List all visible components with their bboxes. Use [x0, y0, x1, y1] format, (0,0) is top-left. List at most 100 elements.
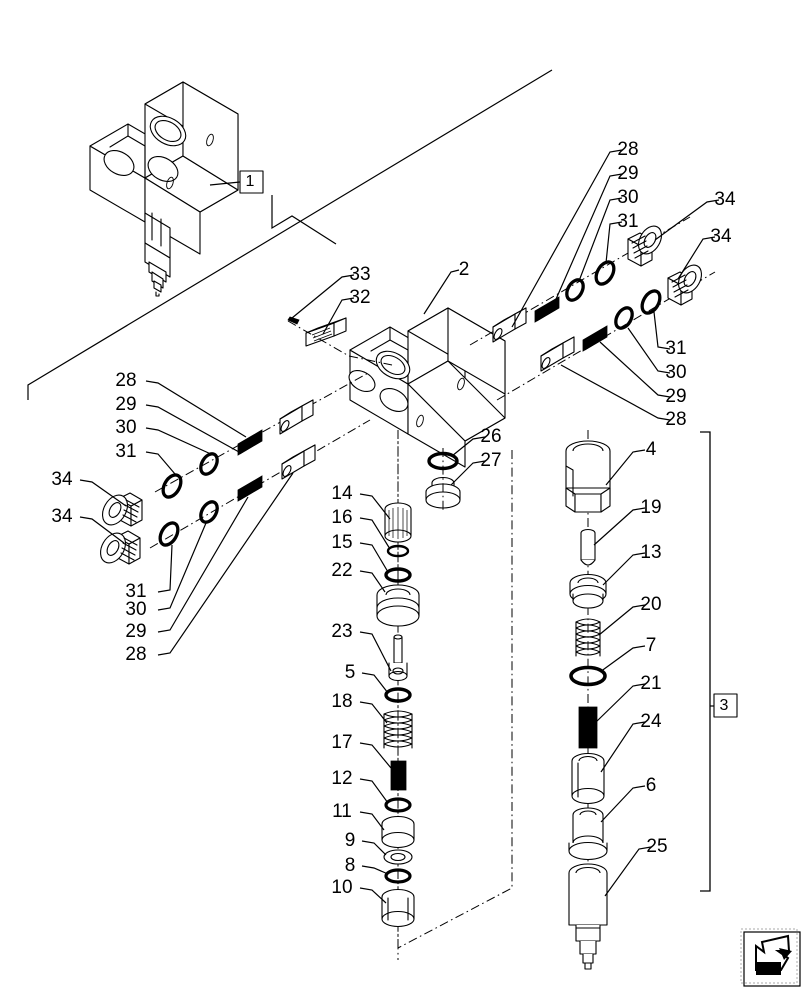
region-boundary-assembly-1 [27, 69, 553, 400]
part-29-setscrew-ur-a [534, 296, 560, 323]
part-30-oring-ur-b [614, 306, 634, 330]
part-label-20: 20 [640, 594, 661, 615]
part-label-29: 29 [665, 386, 686, 407]
leader-lines [79, 149, 720, 904]
part-31-oring-l-b [158, 521, 180, 547]
part-label-34: 34 [710, 226, 732, 247]
part-label-13: 13 [640, 542, 661, 563]
part-label-28: 28 [115, 370, 136, 391]
part-34-plug-l-b [100, 530, 141, 565]
part-23-screw [388, 634, 408, 682]
part-label-8: 8 [345, 855, 356, 876]
part-28-fitting-ur-b [540, 336, 575, 372]
part-30-oring-l-b [199, 500, 219, 524]
part-1-valve-assembly [89, 81, 239, 297]
part-31-oring-l-a [161, 473, 183, 499]
part-label-28: 28 [665, 409, 686, 430]
part-label-31: 31 [115, 441, 136, 462]
assembly-callout-3: 3 [720, 697, 729, 714]
part-label-6: 6 [646, 775, 657, 796]
axis-nameplate [287, 320, 393, 366]
part-31-oring-ur-a [594, 260, 616, 286]
part-label-28: 28 [125, 644, 146, 665]
part-16-washer [386, 544, 410, 558]
callout-1-leader [209, 181, 241, 186]
part-34-plug-ur-b [667, 264, 703, 306]
part-label-17: 17 [331, 732, 352, 753]
part-label-30: 30 [115, 417, 136, 438]
part-18-spring [383, 710, 413, 749]
part-label-24: 24 [640, 711, 662, 732]
part-label-25: 25 [646, 836, 667, 857]
part-label-21: 21 [640, 673, 661, 694]
part-label-15: 15 [331, 532, 352, 553]
part-label-11: 11 [332, 801, 352, 822]
part-label-7: 7 [646, 635, 657, 656]
part-label-9: 9 [345, 830, 356, 851]
part-10-nut [381, 888, 415, 928]
callout-box-3 [713, 693, 738, 718]
part-label-32: 32 [349, 287, 370, 308]
part-24-spool [571, 752, 605, 805]
part-label-16: 16 [331, 507, 352, 528]
part-label-23: 23 [331, 621, 352, 642]
axis-left-a [154, 371, 371, 493]
part-25-cartridge [568, 863, 608, 970]
part-8-oring [384, 868, 412, 884]
part-label-29: 29 [617, 163, 638, 184]
part-15-oring [384, 567, 412, 583]
part-17-setscrew [390, 760, 407, 791]
part-label-30: 30 [617, 187, 638, 208]
part-28-fitting-l-b [281, 444, 316, 480]
part-31-oring-ur-b [640, 289, 662, 315]
part-33-rivet [287, 316, 300, 325]
part-22-seat [376, 584, 420, 627]
part-label-12: 12 [331, 768, 352, 789]
part-label-27: 27 [480, 450, 501, 471]
part-label-26: 26 [480, 426, 501, 447]
part-label-28: 28 [617, 139, 638, 160]
part-label-34: 34 [714, 189, 736, 210]
part-label-29: 29 [115, 394, 136, 415]
part-label-33: 33 [349, 264, 370, 285]
part-21-spring [578, 706, 598, 749]
part-label-4: 4 [646, 439, 657, 460]
part-label-14: 14 [331, 483, 353, 504]
part-label-29: 29 [125, 621, 146, 642]
part-label-31: 31 [125, 581, 146, 602]
part-13-seat [569, 573, 607, 609]
part-19-pin [580, 528, 596, 566]
assembly-callout-1: 1 [246, 173, 255, 190]
part-label-31: 31 [665, 338, 686, 359]
part-label-10: 10 [331, 877, 352, 898]
part-label-34: 34 [51, 469, 73, 490]
part-34-plug-ur-a [627, 225, 663, 267]
part-29-setscrew-l-b [237, 475, 263, 502]
part-9-washer [383, 849, 413, 865]
part-14-sleeve [384, 502, 412, 543]
part-28-fitting-ur-a [492, 307, 527, 343]
callout-box-1 [239, 170, 264, 194]
part-28-fitting-l-a [279, 399, 314, 435]
part-5-oring [384, 687, 412, 703]
part-label-2: 2 [459, 259, 470, 280]
part-30-oring-ur-a [565, 278, 585, 302]
part-label-18: 18 [331, 691, 352, 712]
part-label-34: 34 [51, 506, 73, 527]
part-label-19: 19 [640, 497, 661, 518]
part-6-poppet [568, 807, 608, 861]
part-34-plug-l-a [102, 492, 143, 527]
part-30-oring-l-a [199, 452, 219, 476]
part-label-30: 30 [665, 362, 686, 383]
part-label-30: 30 [125, 599, 146, 620]
part-11-bushing [381, 815, 415, 849]
part-label-5: 5 [345, 662, 356, 683]
part-4-body [565, 440, 611, 513]
part-29-setscrew-ur-b [582, 325, 608, 352]
part-32-nameplate [305, 317, 347, 347]
part-12-oring [384, 797, 412, 813]
part-7-oring [569, 665, 607, 687]
